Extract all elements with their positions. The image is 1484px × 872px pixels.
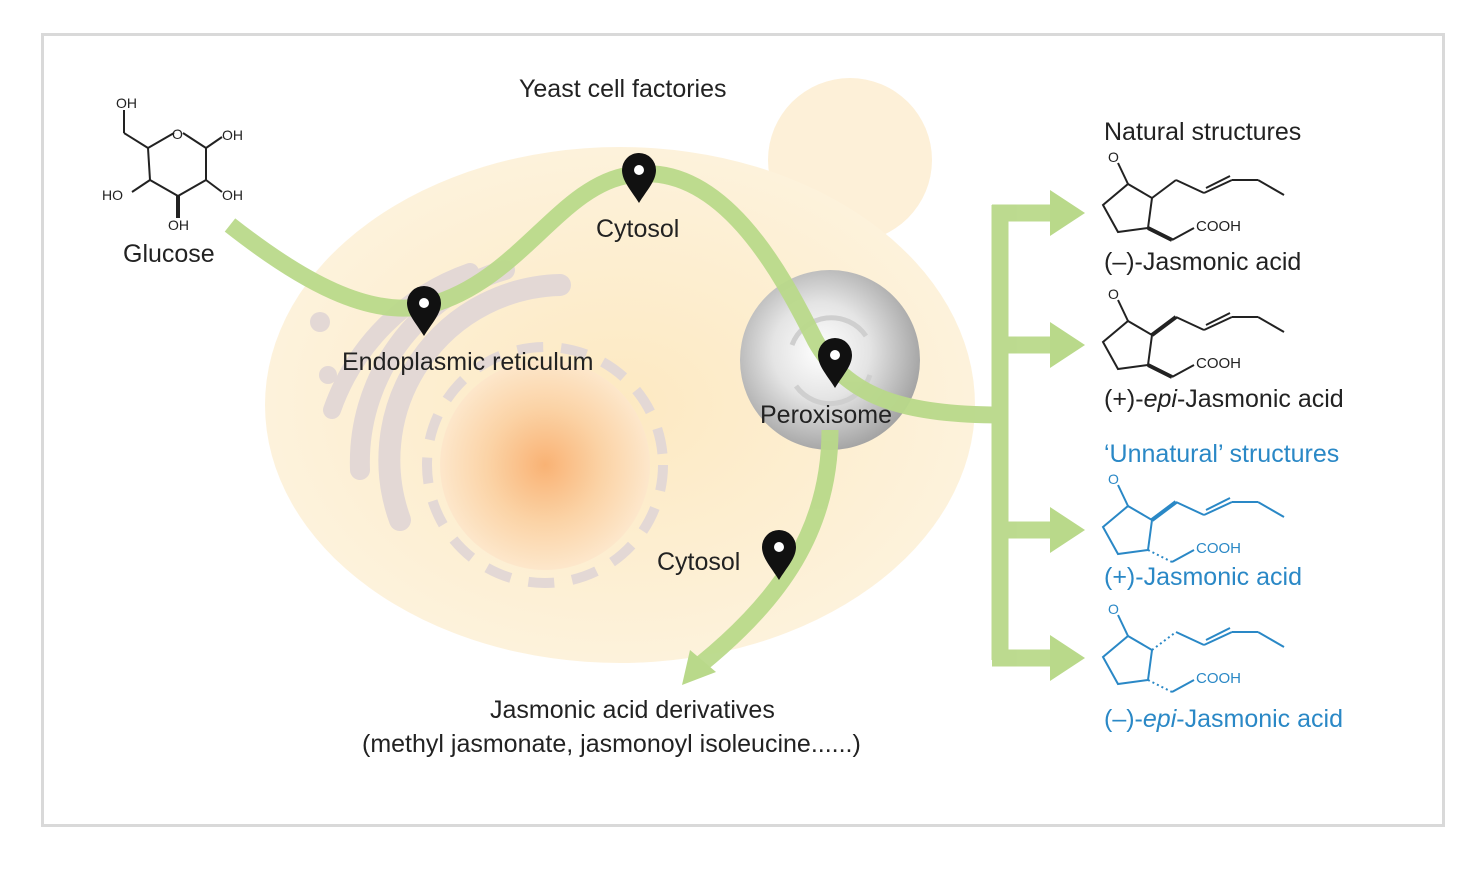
mol4-cooh: COOH [1196,670,1241,687]
pin-cytosol-top-icon [622,153,656,203]
cytosol-bottom-label: Cytosol [657,548,740,576]
mol1-cooh: COOH [1196,218,1241,235]
arrowheads [682,190,1085,685]
pin-cytosol-bottom-icon [762,530,796,580]
svg-text:OH: OH [168,217,189,233]
mol1-o: O [1108,149,1119,165]
svg-text:OH: OH [222,127,243,143]
glucose-atom-labels: OH O OH OH HO OH [102,95,243,233]
molecule-pos-epi-ja [1101,299,1285,379]
svg-text:OH: OH [116,95,137,111]
glucose-label: Glucose [123,240,215,268]
svg-text:HO: HO [102,187,123,203]
er-label: Endoplasmic reticulum [342,348,594,376]
title: Yeast cell factories [519,75,727,103]
derivatives-examples: (methyl jasmonate, jasmonoyl isoleucine.… [362,730,861,758]
derivatives-title: Jasmonic acid derivatives [490,696,775,724]
mol3-cooh: COOH [1196,540,1241,557]
mol2-o: O [1108,286,1119,302]
peroxisome-label: Peroxisome [760,401,892,429]
molecule-neg-epi-ja [1101,614,1285,693]
pin-er-icon [407,286,441,336]
unnatural-item-1: (+)-Jasmonic acid [1104,563,1302,591]
svg-text:OH: OH [222,187,243,203]
molecule-pos-ja [1101,484,1285,563]
nucleus [422,342,668,588]
cytosol-top-label: Cytosol [596,215,679,243]
molecule-neg-ja [1101,162,1285,242]
natural-item-1: (–)-Jasmonic acid [1104,248,1301,276]
unnatural-item-2: (–)-epi-Jasmonic acid [1104,705,1343,733]
endoplasmic-reticulum-shape [310,260,571,531]
mol2-cooh: COOH [1196,355,1241,372]
natural-heading: Natural structures [1104,118,1301,146]
unnatural-heading: ‘Unnatural’ structures [1104,440,1339,468]
mol4-o: O [1108,601,1119,617]
glucose-structure [123,110,223,218]
pin-peroxisome-icon [818,338,852,388]
natural-item-2: (+)-epi-Jasmonic acid [1104,385,1344,413]
mol3-o: O [1108,471,1119,487]
svg-text:O: O [172,126,183,142]
